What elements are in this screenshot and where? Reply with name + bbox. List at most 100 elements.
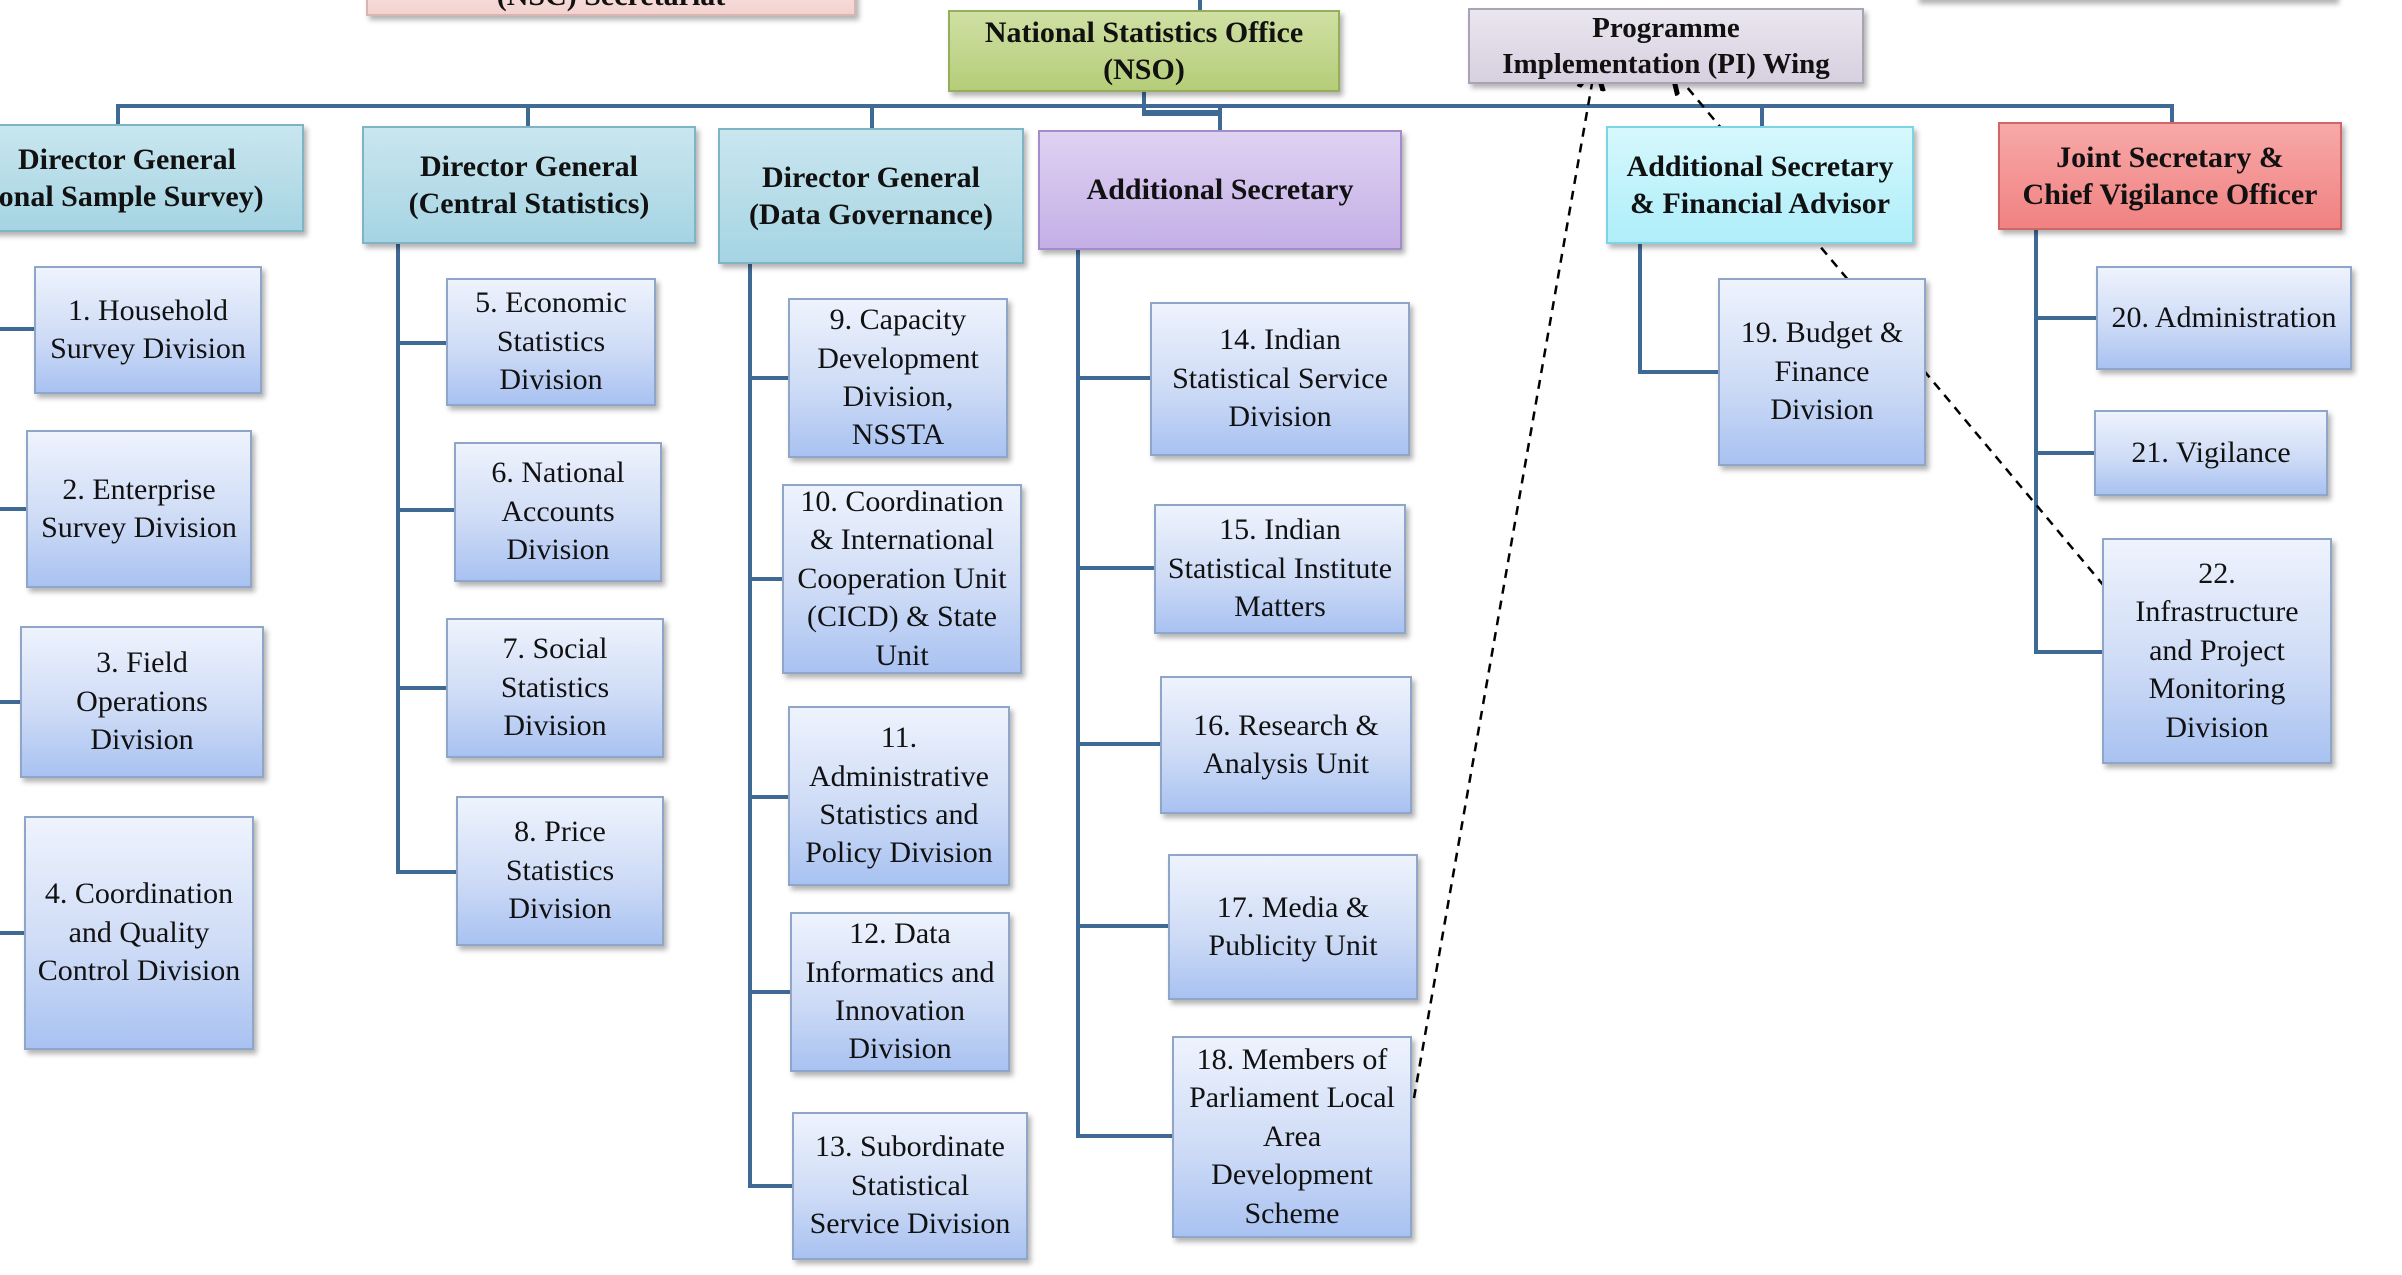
connector-d4 xyxy=(0,931,24,935)
connector-d1 xyxy=(0,327,34,331)
connector-d12 xyxy=(748,990,790,994)
division-label-16: 16. Research & Analysis Unit xyxy=(1193,708,1379,780)
dashed-line-d18-to-pi xyxy=(1412,72,1594,1099)
division-label-10: 10. Coordination & International Coopera… xyxy=(797,485,1007,672)
division-label-13: 13. Subordinate Statistical Service Divi… xyxy=(809,1130,1011,1241)
division-label-17: 17. Media & Publicity Unit xyxy=(1208,890,1378,962)
division-label-2: 2. Enterprise Survey Division xyxy=(41,472,237,544)
connector-asfa-spine xyxy=(1638,244,1642,374)
division-label-12: 12. Data Informatics and Innovation Divi… xyxy=(805,917,995,1066)
division-label-5: 5. Economic Statistics Division xyxy=(475,286,627,397)
connector-d2 xyxy=(0,507,26,511)
connector-d8 xyxy=(396,870,456,874)
division-box-6: 6. National Accounts Division xyxy=(454,442,662,582)
division-label-3: 3. Field Operations Division xyxy=(76,646,208,757)
connector-add-sec-spine xyxy=(1076,250,1080,1138)
division-box-12: 12. Data Informatics and Innovation Divi… xyxy=(790,912,1010,1072)
connector-d6 xyxy=(396,508,454,512)
js-cvo-box: Joint Secretary & Chief Vigilance Office… xyxy=(1998,122,2342,230)
division-box-14: 14. Indian Statistical Service Division xyxy=(1150,302,1410,456)
division-label-21: 21. Vigilance xyxy=(2131,435,2291,469)
division-label-7: 7. Social Statistics Division xyxy=(500,632,610,743)
division-box-3: 3. Field Operations Division xyxy=(20,626,264,778)
division-box-4: 4. Coordination and Quality Control Divi… xyxy=(24,816,254,1050)
connector-d17 xyxy=(1076,924,1168,928)
connector-jscvo-spine xyxy=(2034,230,2038,654)
connector-d13 xyxy=(748,1184,792,1188)
division-box-5: 5. Economic Statistics Division xyxy=(446,278,656,406)
connector-d15 xyxy=(1076,566,1154,570)
as-fa-box: Additional Secretary & Financial Advisor xyxy=(1606,126,1914,244)
division-label-18: 18. Members of Parliament Local Area Dev… xyxy=(1189,1043,1395,1230)
dg-cs-label: Director General (Central Statistics) xyxy=(408,149,650,221)
pi-wing-box: Programme Implementation (PI) Wing xyxy=(1468,8,1864,84)
division-label-14: 14. Indian Statistical Service Division xyxy=(1172,323,1388,434)
division-box-9: 9. Capacity Development Division, NSSTA xyxy=(788,298,1008,458)
division-label-15: 15. Indian Statistical Institute Matters xyxy=(1167,513,1393,624)
connector-d21 xyxy=(2034,451,2094,455)
add-sec-box: Additional Secretary xyxy=(1038,130,1402,250)
connector-d3 xyxy=(0,700,20,704)
connector-asfa-drop xyxy=(1760,104,1764,126)
add-sec-label: Additional Secretary xyxy=(1086,173,1354,207)
connector-top-stub xyxy=(1198,0,1202,12)
connector-d20 xyxy=(2034,316,2096,320)
division-box-10: 10. Coordination & International Coopera… xyxy=(782,484,1022,674)
division-label-22: 22. Infrastructure and Project Monitorin… xyxy=(2135,557,2299,744)
connector-main-bus xyxy=(116,104,2174,108)
connector-dg-nss-drop xyxy=(116,104,120,126)
connector-d5 xyxy=(396,341,446,345)
connector-d10 xyxy=(748,577,782,581)
dg-cs-box: Director General (Central Statistics) xyxy=(362,126,696,244)
division-label-6: 6. National Accounts Division xyxy=(491,456,625,567)
division-box-11: 11. Administrative Statistics and Policy… xyxy=(788,706,1010,886)
connector-d9 xyxy=(748,376,788,380)
connector-dg-cs-drop xyxy=(526,104,530,126)
connector-nso-down xyxy=(1142,92,1146,110)
connector-dg-dg-spine xyxy=(748,264,752,1188)
dg-dg-label: Director General (Data Governance) xyxy=(748,160,994,232)
connector-d11 xyxy=(748,795,788,799)
division-label-4: 4. Coordination and Quality Control Divi… xyxy=(37,877,241,988)
as-fa-label: Additional Secretary & Financial Advisor xyxy=(1626,149,1894,221)
division-box-20: 20. Administration xyxy=(2096,266,2352,370)
nso-label: National Statistics Office (NSO) xyxy=(984,15,1304,87)
division-box-7: 7. Social Statistics Division xyxy=(446,618,664,758)
connector-dg-dg-drop xyxy=(870,104,874,128)
pi-wing-label: Programme Implementation (PI) Wing xyxy=(1502,11,1830,80)
dg-dg-box: Director General (Data Governance) xyxy=(718,128,1024,264)
division-label-9: 9. Capacity Development Division, NSSTA xyxy=(817,303,979,452)
dg-nss-label: Director General ional Sample Survey) xyxy=(0,142,264,214)
division-box-15: 15. Indian Statistical Institute Matters xyxy=(1154,504,1406,634)
connector-add-sec-drop xyxy=(1218,104,1222,130)
js-cvo-label: Joint Secretary & Chief Vigilance Office… xyxy=(2022,140,2318,212)
nsc-secretariat-label: (NSC) Secretariat xyxy=(497,0,726,14)
division-label-11: 11. Administrative Statistics and Policy… xyxy=(805,721,993,870)
connector-jscvo-drop xyxy=(2170,104,2174,122)
division-box-16: 16. Research & Analysis Unit xyxy=(1160,676,1412,814)
connector-d16 xyxy=(1076,742,1160,746)
division-label-8: 8. Price Statistics Division xyxy=(505,815,615,926)
nsc-secretariat-box: (NSC) Secretariat xyxy=(366,0,856,16)
connector-main-bus-shadow xyxy=(1142,110,1222,116)
dg-nss-box: Director General ional Sample Survey) xyxy=(0,124,304,232)
nso-box: National Statistics Office (NSO) xyxy=(948,10,1340,92)
division-box-1: 1. Household Survey Division xyxy=(34,266,262,394)
connector-d19 xyxy=(1638,370,1718,374)
division-box-22: 22. Infrastructure and Project Monitorin… xyxy=(2102,538,2332,764)
division-box-19: 19. Budget & Finance Division xyxy=(1718,278,1926,466)
division-box-8: 8. Price Statistics Division xyxy=(456,796,664,946)
division-box-13: 13. Subordinate Statistical Service Divi… xyxy=(792,1112,1028,1260)
connector-d7 xyxy=(396,686,446,690)
division-box-18: 18. Members of Parliament Local Area Dev… xyxy=(1172,1036,1412,1238)
division-label-20: 20. Administration xyxy=(2111,300,2337,334)
division-label-1: 1. Household Survey Division xyxy=(50,293,246,365)
connector-d18 xyxy=(1076,1134,1172,1138)
division-box-17: 17. Media & Publicity Unit xyxy=(1168,854,1418,1000)
division-box-21: 21. Vigilance xyxy=(2094,410,2328,496)
connector-dg-cs-spine xyxy=(396,244,400,874)
division-label-19: 19. Budget & Finance Division xyxy=(1740,316,1904,427)
division-box-2: 2. Enterprise Survey Division xyxy=(26,430,252,588)
